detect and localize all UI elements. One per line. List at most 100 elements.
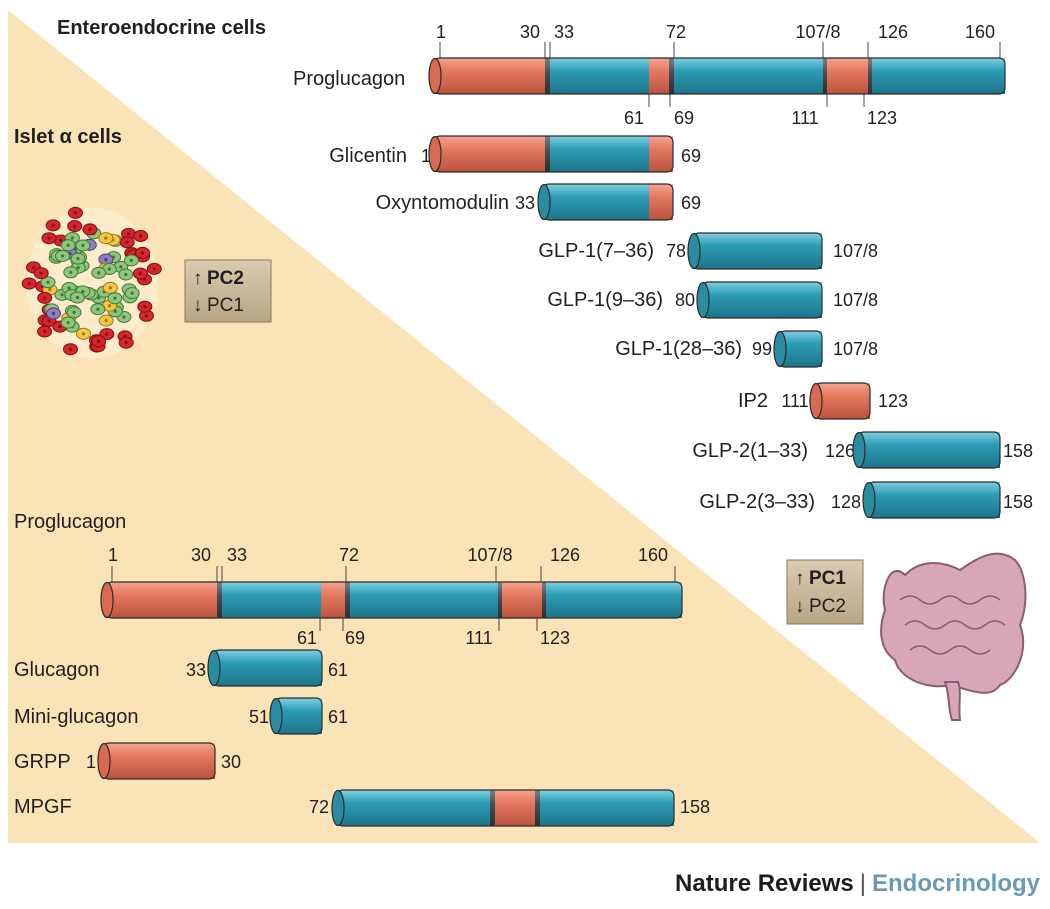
peptide-ip2: IP2 111 123 [738,382,908,420]
cell-nucleus [97,271,101,275]
cylinder-bar [687,232,823,270]
cell-nucleus [66,321,70,325]
peptide-end: 158 [680,797,710,817]
cell-nucleus [60,254,65,258]
cylinder-bar [207,649,323,687]
bar-segment [490,790,495,826]
peptide-end: 30 [221,752,241,772]
peptide-oxyntomodulin: Oxyntomodulin 33 69 [376,183,701,221]
peptide-grpp: GRPP 1 30 [14,742,241,780]
footer-separator: | [859,870,866,897]
peptide-name: MPGF [14,796,72,818]
tick-label: 33 [554,22,574,42]
bar-segment [535,790,540,826]
peptide-end: 107/8 [833,290,878,310]
peptide-glp1-9-36: GLP-1(9–36) 80 107/8 [547,281,878,319]
cell-nucleus [105,332,109,336]
tick-label: 107/8 [795,22,840,42]
bar-segment [550,58,649,94]
peptide-end: 61 [328,660,348,680]
cell-nucleus [72,310,76,314]
tick-label: 126 [878,22,908,42]
bar-segment [693,233,822,269]
peptide-name: Glicentin [329,145,407,167]
cell-nucleus [97,339,101,343]
cylinder-bar [100,581,683,619]
intestine-pc-box: ↑ PC1 ↓ PC2 [786,559,864,625]
tick-label: 61 [624,108,644,128]
peptide-start: 1 [421,146,431,166]
tick-label: 1 [436,22,446,42]
tick-label: 72 [339,545,359,565]
peptide-glucagon: Glucagon 33 61 [14,649,348,687]
bar-segment [815,383,870,419]
cylinder-bar [696,281,823,319]
bar-segment [669,58,674,94]
arrow-up-icon: ↑ [193,268,203,289]
tick-label: 72 [666,22,686,42]
top-ticks-above: 1 30 33 72 107/8 126 160 [436,22,1001,58]
peptide-end: 69 [681,193,701,213]
peptide-name: GLP-2(3–33) [699,491,815,513]
bar-segment [827,58,868,94]
bar-end-cap [331,789,345,827]
bar-segment [868,58,872,94]
bar-segment [337,790,490,826]
tick-label: 107/8 [467,545,512,565]
peptide-glicentin: Glicentin 1 69 [329,135,701,173]
cylinder-bar [269,697,323,735]
cell-nucleus [48,287,52,292]
bar-segment [321,582,345,618]
bar-segment [649,58,669,94]
peptide-name: GRPP [14,751,71,773]
tick-label: 160 [965,22,995,42]
cell-nucleus [66,243,70,247]
bar-segment [823,58,827,94]
bar-segment [502,582,542,618]
peptide-name: GLP-1(7–36) [538,240,654,262]
cell-nucleus [81,332,86,336]
cell-nucleus [107,267,111,271]
cell-nucleus [122,315,126,319]
cylinder-bar [537,183,674,221]
cell-nucleus [144,314,149,318]
cell-nucleus [124,341,128,345]
peptide-glp1-28-36: GLP-1(28–36) 99 107/8 [615,330,878,368]
cylinder-bar [862,481,1001,519]
peptide-glp2-1-33: GLP-2(1–33) 126 158 [692,431,1033,469]
bar-end-cap [537,183,551,221]
pc-down-label: PC1 [207,295,244,316]
cylinder-bar [773,330,823,368]
cell-nucleus [39,271,43,275]
cell-nucleus [88,227,92,231]
peptide-end: 107/8 [833,339,878,359]
arrow-down-icon: ↓ [193,295,203,316]
bottom-proglucagon-label: Proglucagon [14,511,126,533]
cell-nucleus [104,236,108,240]
bar-segment [702,282,822,318]
peptide-glp2-3-33: GLP-2(3–33) 128 158 [699,481,1033,519]
tick-label: 30 [191,545,211,565]
bar-segment [542,582,546,618]
pc-down-label: PC2 [809,596,846,617]
cell-nucleus [104,257,108,262]
islet-products: Glucagon 33 61 Mini-glucagon 51 61 GRPP … [14,649,710,827]
cell-nucleus [96,307,100,311]
bar-end-cap [207,649,221,687]
peptide-start: 78 [666,241,686,261]
journal-name: Nature Reviews [675,870,854,897]
cell-nucleus [60,293,64,297]
peptide-start: 72 [309,797,329,817]
cell-nucleus [68,347,73,351]
peptide-name: IP2 [738,390,768,412]
bar-segment [495,790,535,826]
cell-nucleus [129,258,133,262]
bar-segment [350,582,498,618]
tick-label: 69 [345,628,365,648]
peptide-start: 51 [249,707,269,727]
tick-label: 33 [227,545,247,565]
tick-label: 123 [867,108,897,128]
enteroendocrine-heading: Enteroendocrine cells [57,17,266,39]
bar-end-cap [428,135,442,173]
cell-nucleus [69,270,73,274]
